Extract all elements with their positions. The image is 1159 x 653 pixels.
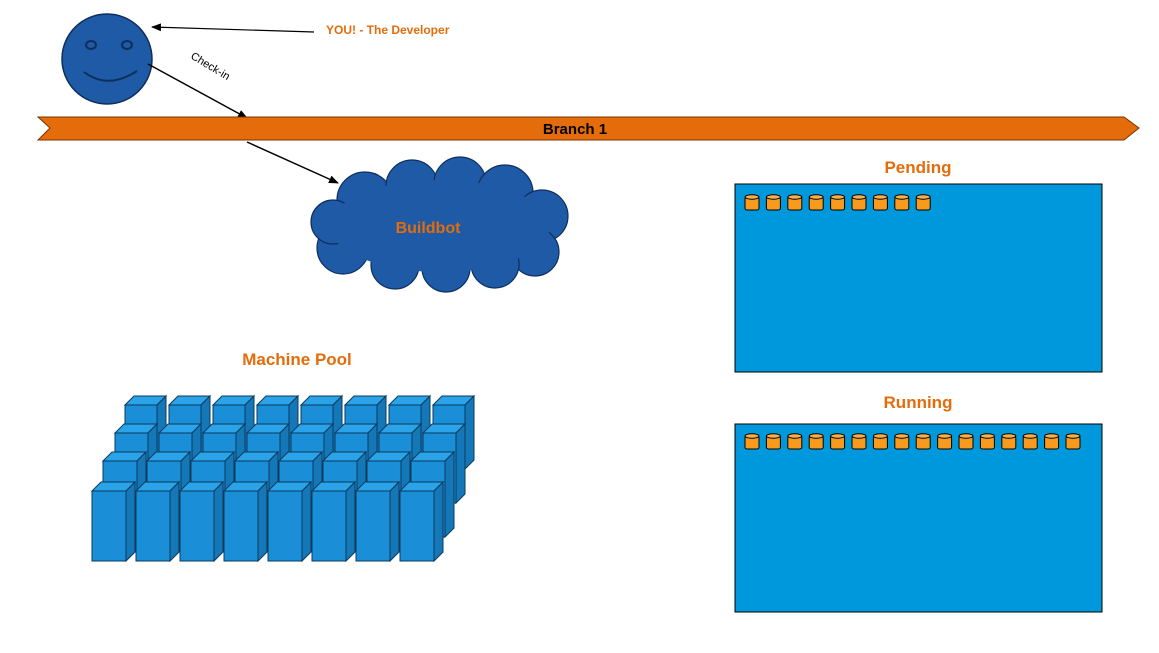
- buildbot-label: Buildbot: [396, 220, 462, 237]
- server-icon: [90, 480, 137, 563]
- branch-banner: Branch 1: [36, 116, 1140, 141]
- job-icon: [830, 194, 846, 211]
- job-icon: [958, 433, 974, 450]
- job-icon: [851, 194, 867, 211]
- developer-label: YOU! - The Developer: [326, 23, 450, 37]
- server-icon: [398, 480, 445, 563]
- job-icon: [765, 194, 781, 211]
- job-icon: [808, 194, 824, 211]
- developer-face-icon: [61, 13, 153, 105]
- job-icon: [979, 433, 995, 450]
- server-icon: [134, 480, 181, 563]
- checkin-arrow: [147, 63, 248, 119]
- job-icon: [872, 433, 888, 450]
- checkin-label: Check-in: [188, 50, 231, 83]
- machine-pool: [90, 394, 476, 563]
- job-icon: [744, 194, 760, 211]
- pending-queue-box: [734, 183, 1103, 373]
- server-icon: [178, 480, 225, 563]
- job-icon: [915, 194, 931, 211]
- job-icon: [872, 194, 888, 211]
- running-queue-box: [734, 423, 1103, 613]
- job-icon: [851, 433, 867, 450]
- branch-to-buildbot-arrow: [246, 141, 339, 184]
- server-icon: [310, 480, 357, 563]
- job-icon: [1044, 433, 1060, 450]
- pending-title: Pending: [884, 158, 951, 177]
- job-icon: [1022, 433, 1038, 450]
- job-icon: [1065, 433, 1081, 450]
- server-icon: [222, 480, 269, 563]
- running-title: Running: [884, 393, 953, 412]
- job-icon: [937, 433, 953, 450]
- job-icon: [1001, 433, 1017, 450]
- developer-label-arrow: [151, 23, 315, 33]
- branch-label: Branch 1: [543, 121, 607, 138]
- server-icon: [354, 480, 401, 563]
- job-icon: [765, 433, 781, 450]
- running-jobs: [744, 433, 1081, 450]
- pending-jobs: [744, 194, 931, 211]
- job-icon: [744, 433, 760, 450]
- job-icon: [830, 433, 846, 450]
- machine-pool-title: Machine Pool: [242, 350, 352, 369]
- job-icon: [915, 433, 931, 450]
- job-icon: [787, 194, 803, 211]
- job-icon: [787, 433, 803, 450]
- buildbot-cloud-icon: [310, 156, 569, 293]
- job-icon: [894, 433, 910, 450]
- server-icon: [266, 480, 313, 563]
- job-icon: [808, 433, 824, 450]
- job-icon: [894, 194, 910, 211]
